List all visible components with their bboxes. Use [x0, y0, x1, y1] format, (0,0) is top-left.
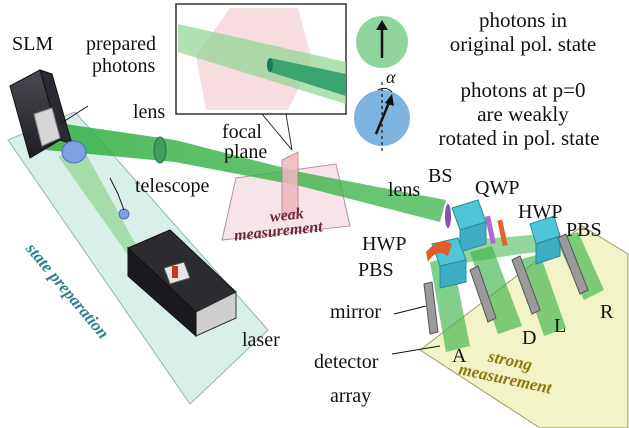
- laser-beam: [58, 150, 140, 258]
- legend-original-line1: photons in: [478, 8, 568, 32]
- telescope-pointer-1: [109, 177, 119, 195]
- legend-rotated-line2: are weakly: [477, 102, 569, 126]
- output-r-label: R: [600, 301, 614, 323]
- laser-device: [127, 229, 237, 338]
- prepared-photons-label-2: photons: [92, 55, 156, 77]
- focal-plane-inset: [175, 3, 347, 151]
- lens-right-label: lens: [388, 179, 421, 201]
- laser-label: laser: [242, 329, 280, 351]
- legend-rotated-line3: rotated in pol. state: [438, 126, 600, 150]
- output-a-label: A: [452, 345, 467, 367]
- prepared-pointer: [59, 105, 89, 125]
- output-l-label: L: [554, 315, 567, 337]
- slm-label: SLM: [12, 33, 54, 55]
- main-lens: [153, 136, 167, 164]
- main-beam: [38, 120, 446, 222]
- focal-plane-marker: [281, 151, 299, 219]
- qwp-label: QWP: [475, 177, 520, 199]
- hwp-right-label: HWP: [518, 201, 563, 223]
- telescope-label: telescope: [135, 175, 210, 197]
- detector-label-1: detector: [314, 351, 379, 373]
- legend-original-line2: original pol. state: [449, 32, 597, 56]
- focal-plane-label-2: plane: [224, 141, 268, 163]
- detector-label-2: array: [330, 385, 372, 407]
- hwp-left-label: HWP: [362, 233, 407, 255]
- pbs-left-label: PBS: [358, 259, 394, 281]
- legend-original-marker: [356, 16, 408, 68]
- slm-device: [9, 69, 73, 159]
- telescope-lens-2: [118, 208, 130, 220]
- prepared-photons-label-1: prepared: [86, 33, 156, 55]
- output-d-label: D: [522, 327, 537, 349]
- legend-rotated-marker: [354, 82, 410, 152]
- bs-label: BS: [428, 165, 453, 187]
- mirror-label: mirror: [330, 301, 382, 323]
- optics-assembly: [423, 199, 604, 352]
- pbs-right-label: PBS: [566, 219, 602, 241]
- legend-rotated-line1: photons at p=0: [460, 78, 586, 102]
- alpha-symbol: α: [386, 67, 396, 87]
- telescope-lens-1: [61, 140, 87, 164]
- focal-plane-label-1: focal: [222, 121, 262, 143]
- telescope-pointer-2: [117, 193, 125, 211]
- detector-pointer: [391, 345, 441, 355]
- lens-top-label: lens: [133, 101, 166, 123]
- mirror-pointer: [393, 305, 427, 315]
